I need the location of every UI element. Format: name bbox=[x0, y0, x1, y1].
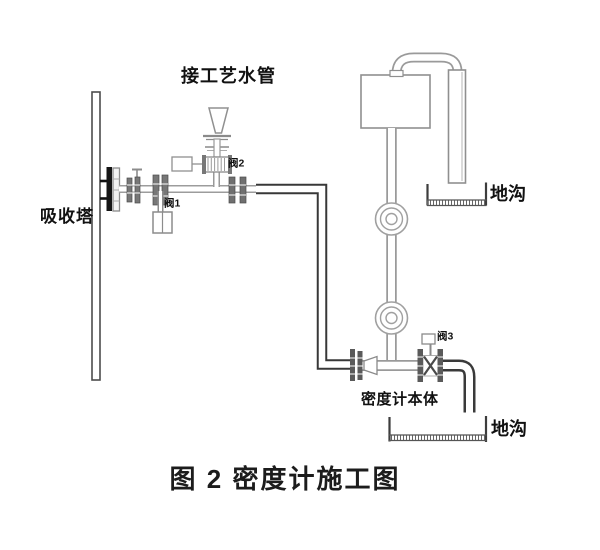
tower-nozzle-flange bbox=[100, 167, 121, 212]
valve1-tag: 阀1 bbox=[164, 198, 181, 210]
flange-coupling-lower bbox=[374, 301, 409, 335]
valve3-drain-valve bbox=[417, 333, 443, 382]
drain-elbow bbox=[443, 359, 476, 413]
flange-pair-right bbox=[228, 176, 247, 204]
valve1-tee-drain bbox=[152, 174, 173, 234]
densimeter-body-label: 密度计本体 bbox=[361, 391, 439, 408]
trench-lower-label: 地沟 bbox=[491, 419, 527, 439]
connecting-pipe-dark bbox=[256, 183, 351, 370]
valve3-tag: 阀3 bbox=[437, 331, 454, 343]
header-tank-overflow bbox=[360, 52, 467, 184]
densimeter-standpipe bbox=[374, 128, 409, 360]
ground-trench-upper bbox=[426, 182, 488, 207]
process-water-pipe-label: 接工艺水管 bbox=[181, 66, 276, 86]
flange-union-1 bbox=[126, 168, 142, 204]
figure-caption: 图 2 密度计施工图 bbox=[169, 464, 401, 494]
ground-trench-lower bbox=[388, 416, 488, 442]
trench-upper-label: 地沟 bbox=[490, 184, 526, 204]
valve2-gate-valve bbox=[171, 107, 232, 187]
densimeter-bottom-run bbox=[350, 333, 476, 413]
absorption-tower-wall bbox=[91, 91, 101, 381]
absorption-tower-label: 吸收塔 bbox=[40, 207, 94, 226]
valve2-tag: 阀2 bbox=[228, 158, 245, 170]
flange-coupling-upper bbox=[374, 202, 409, 236]
